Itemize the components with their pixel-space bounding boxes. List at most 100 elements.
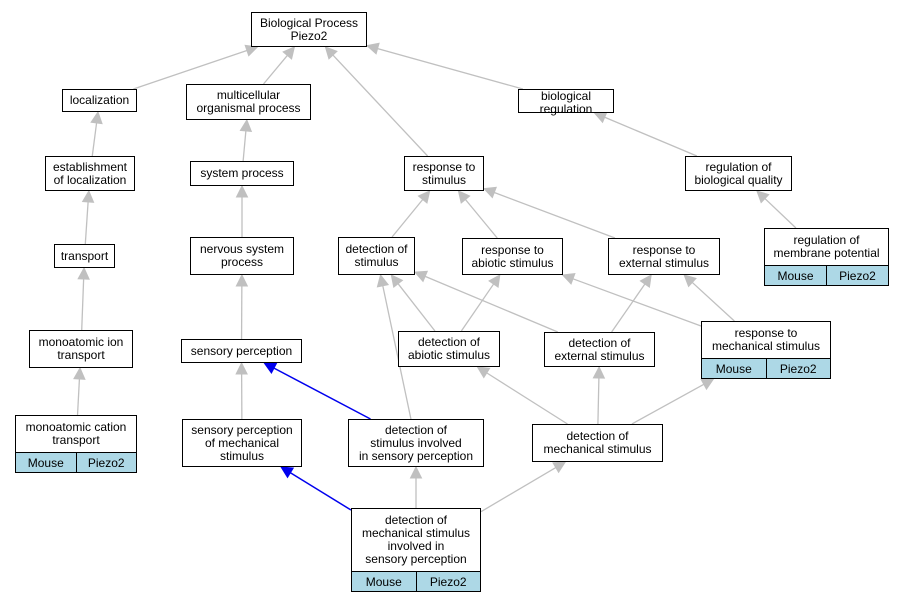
node-breg[interactable]: biological regulation xyxy=(518,89,614,116)
node-label: sensory perception of mechanical stimulu… xyxy=(191,422,293,463)
node-label: transport xyxy=(60,248,109,263)
edge-arrowhead xyxy=(73,366,86,380)
node-label: detection of stimulus involved in sensor… xyxy=(358,422,474,463)
edge-arrowhead xyxy=(390,274,404,288)
node-label: establishment of localization xyxy=(52,159,128,187)
edge-arrowhead xyxy=(700,378,715,391)
annotation-gene: Piezo2 xyxy=(765,359,831,378)
node-label: detection of external stimulus xyxy=(554,335,645,363)
edge-dms-das xyxy=(486,372,568,425)
edge-arrowhead xyxy=(639,274,652,289)
node-spms[interactable]: sensory perception of mechanical stimulu… xyxy=(182,419,302,467)
edge-arrowhead xyxy=(263,362,278,374)
edge-arrowhead xyxy=(235,184,249,198)
node-label: response to stimulus xyxy=(412,159,476,187)
edge-dsisp-dos xyxy=(382,285,412,420)
edge-arrowhead xyxy=(417,190,431,204)
edge-arrowhead xyxy=(488,274,501,289)
edge-des-dos xyxy=(424,275,559,333)
annotation-gene: Piezo2 xyxy=(75,453,137,472)
node-label: localization xyxy=(69,93,130,107)
node-mop[interactable]: multicellular organismal process xyxy=(186,84,311,120)
annotation-row: Mouse Piezo2 xyxy=(702,358,830,378)
edge-rms-res xyxy=(691,281,735,322)
annotation-row: Mouse Piezo2 xyxy=(16,452,136,472)
node-label: monoatomic cation transport xyxy=(25,420,127,447)
edge-dsisp-sp xyxy=(273,367,371,420)
node-label: response to abiotic stimulus xyxy=(471,242,554,270)
node-rts[interactable]: response to stimulus xyxy=(404,156,484,191)
edge-das-dos xyxy=(397,283,436,332)
edge-arrowhead xyxy=(90,110,103,125)
node-dms[interactable]: detection of mechanical stimulus xyxy=(532,424,663,462)
node-label: nervous system process xyxy=(199,242,285,269)
edge-arrowhead xyxy=(235,361,248,375)
node-nsp[interactable]: nervous system process xyxy=(190,237,294,275)
node-sysp[interactable]: system process xyxy=(190,161,294,186)
edge-ras-rts xyxy=(464,199,498,239)
edge-arrowhead xyxy=(457,190,471,204)
edge-arrowhead xyxy=(756,190,770,204)
node-loc[interactable]: localization xyxy=(62,89,137,112)
edge-arrowhead xyxy=(592,365,606,379)
edge-rms-ras xyxy=(572,278,702,327)
node-dsisp[interactable]: detection of stimulus involved in sensor… xyxy=(348,419,484,467)
edge-rmp-rbq xyxy=(764,198,797,229)
node-des[interactable]: detection of external stimulus xyxy=(544,332,655,367)
edge-mit-trn xyxy=(81,278,85,331)
edge-rts-bp xyxy=(332,54,429,157)
node-label: response to mechanical stimulus xyxy=(711,326,821,353)
edge-arrowhead xyxy=(282,46,296,60)
node-mit[interactable]: monoatomic ion transport xyxy=(29,330,133,368)
edge-arrowhead xyxy=(81,189,95,203)
node-label: regulation of membrane potential xyxy=(773,233,880,260)
node-label: detection of abiotic stimulus xyxy=(407,335,491,362)
node-label: detection of mechanical stimulus involve… xyxy=(361,513,471,566)
edge-arrowhead xyxy=(324,46,338,60)
node-label: sensory perception xyxy=(190,343,293,358)
node-ras[interactable]: response to abiotic stimulus xyxy=(462,238,563,275)
node-label: detection of stimulus xyxy=(345,242,408,269)
edge-arrowhead xyxy=(235,273,249,287)
edge-arrowhead xyxy=(365,42,380,55)
edge-eloc-loc xyxy=(91,122,98,157)
node-dmsisp[interactable]: detection of mechanical stimulus involve… xyxy=(351,508,481,592)
edge-sysp-mop xyxy=(242,130,247,162)
edge-arrowhead xyxy=(561,273,576,285)
annotation-species: Mouse xyxy=(777,268,814,283)
annotation-gene: Piezo2 xyxy=(826,266,888,285)
node-rbq[interactable]: regulation of biological quality xyxy=(685,156,792,191)
edge-res-rts xyxy=(494,191,616,239)
annotation-species: Mouse xyxy=(27,455,64,470)
node-trn[interactable]: transport xyxy=(54,244,115,268)
edge-arrowhead xyxy=(552,461,567,474)
edge-trn-eloc xyxy=(84,201,89,245)
edge-arrowhead xyxy=(376,273,390,288)
annotation-species: Mouse xyxy=(715,361,752,376)
node-label: biological regulation xyxy=(539,89,593,116)
node-dos[interactable]: detection of stimulus xyxy=(338,237,415,275)
edge-arrowhead xyxy=(476,366,491,379)
edge-dms-des xyxy=(597,377,600,425)
edge-arrowhead xyxy=(409,465,423,479)
edge-loc-bp xyxy=(133,49,248,90)
edge-arrowhead xyxy=(77,266,90,280)
edge-dmsisp-spms xyxy=(290,472,352,511)
node-label: multicellular organismal process xyxy=(196,88,301,115)
edge-dmsisp-dms xyxy=(480,467,557,513)
node-res[interactable]: response to external stimulus xyxy=(608,238,720,275)
edge-arrowhead xyxy=(280,466,295,479)
edge-breg-bp xyxy=(377,47,524,90)
node-das[interactable]: detection of abiotic stimulus xyxy=(398,331,500,367)
edge-mop-bp xyxy=(263,55,288,85)
node-eloc[interactable]: establishment of localization xyxy=(45,156,135,191)
node-label: regulation of biological quality xyxy=(694,159,783,187)
edge-rbq-breg xyxy=(604,116,698,157)
node-sp[interactable]: sensory perception xyxy=(181,339,302,363)
node-bp[interactable]: Biological Process Piezo2 xyxy=(251,12,367,47)
